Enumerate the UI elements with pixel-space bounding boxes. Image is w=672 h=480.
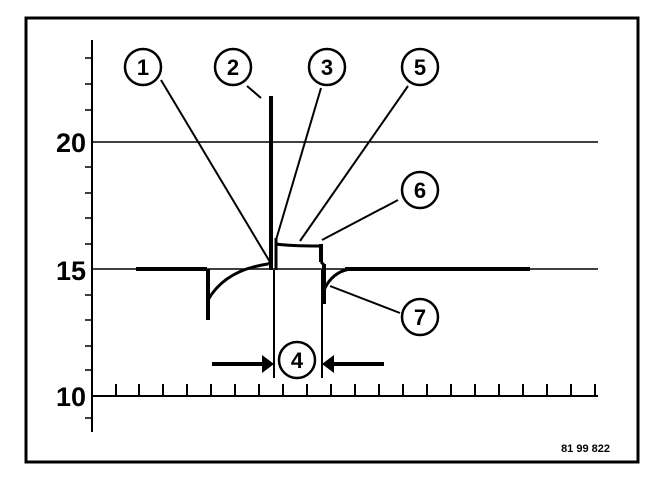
reference-number: 81 99 822: [561, 443, 610, 455]
voltage-waveform: [136, 96, 530, 320]
callout-leaders: [160, 79, 409, 314]
callout-5: 5: [400, 47, 440, 87]
diagram-frame: [24, 16, 640, 464]
y-tick-label-15: 15: [56, 256, 86, 286]
svg-text:7: 7: [414, 305, 426, 330]
y-axis-minor-ticks: [85, 57, 92, 419]
callout-6: 6: [400, 170, 440, 210]
callout-1: 1: [123, 47, 163, 87]
arrow-right-icon: [262, 355, 274, 373]
callout-3: 3: [307, 47, 347, 87]
arrow-left-icon: [322, 355, 334, 373]
interval-marker: [212, 270, 384, 378]
callout-4: 4: [277, 340, 317, 380]
svg-text:3: 3: [321, 55, 333, 80]
svg-text:1: 1: [137, 55, 149, 80]
svg-text:5: 5: [414, 55, 426, 80]
svg-text:4: 4: [291, 348, 304, 373]
y-tick-label-10: 10: [56, 382, 86, 412]
y-tick-label-20: 20: [56, 128, 86, 158]
x-axis-ticks: [115, 384, 596, 396]
svg-text:6: 6: [414, 178, 426, 203]
svg-text:2: 2: [227, 55, 239, 80]
callout-7: 7: [400, 297, 440, 337]
callout-2: 2: [213, 47, 253, 87]
